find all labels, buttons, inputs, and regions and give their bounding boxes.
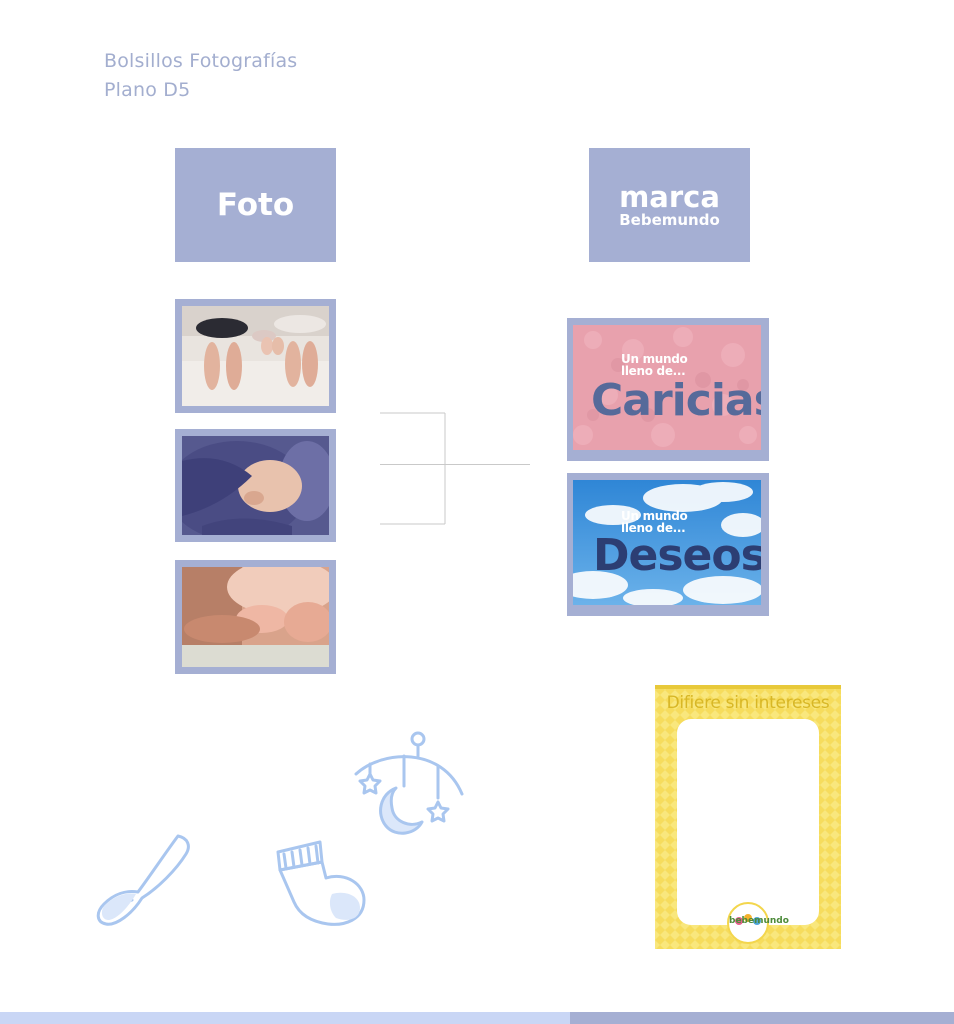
pink-fur-texture <box>573 325 761 450</box>
header-title: Bolsillos Fotografías <box>104 50 298 72</box>
bottom-bar-left <box>0 1012 570 1024</box>
spoon-icon <box>96 834 190 926</box>
photo-pocket-1 <box>175 299 336 413</box>
deseos-word: Deseos <box>593 530 761 581</box>
foto-label-text: Foto <box>216 187 295 223</box>
sky-clouds-background <box>573 480 761 605</box>
foto-label: Foto <box>175 148 336 262</box>
deseos-subtitle: Un mundo lleno de... <box>621 510 688 534</box>
bottom-bar-right <box>570 1012 954 1024</box>
caricias-panel: Un mundo lleno de... Caricias <box>573 325 761 450</box>
brand-card-deseos: Un mundo lleno de... Deseos <box>567 473 769 616</box>
bebemundo-logo: bebemundo <box>729 916 789 926</box>
photo-pocket-3 <box>175 560 336 674</box>
baby-mobile-icon <box>354 731 464 835</box>
sock-icon <box>276 840 366 926</box>
marca-label-text: marca <box>619 180 720 214</box>
brand-card-caricias: Un mundo lleno de... Caricias <box>567 318 769 461</box>
poster-background <box>655 685 841 949</box>
caricias-word: Caricias <box>591 375 761 426</box>
connector-lines <box>380 412 530 525</box>
marca-brand-text: Bebemundo <box>619 211 720 229</box>
poster-title: Difiere sin intereses <box>666 693 830 713</box>
bottom-color-bar <box>0 1012 954 1024</box>
deseos-panel: Un mundo lleno de... Deseos <box>573 480 761 605</box>
caricias-subtitle-line1: Un mundo <box>621 352 688 366</box>
deseos-subtitle-line2: lleno de... <box>621 521 686 535</box>
photo-baby-hands <box>182 567 329 667</box>
marca-label: marca Bebemundo <box>589 148 750 262</box>
photo-pocket-2 <box>175 429 336 542</box>
deseos-subtitle-line1: Un mundo <box>621 509 688 523</box>
promo-poster: Difiere sin intereses bebemundo <box>655 685 841 949</box>
photo-baby-blanket <box>182 436 329 535</box>
header-subtitle: Plano D5 <box>104 79 191 101</box>
caricias-subtitle: Un mundo lleno de... <box>621 353 688 377</box>
caricias-subtitle-line2: lleno de... <box>621 364 686 378</box>
photo-feet <box>182 306 329 406</box>
